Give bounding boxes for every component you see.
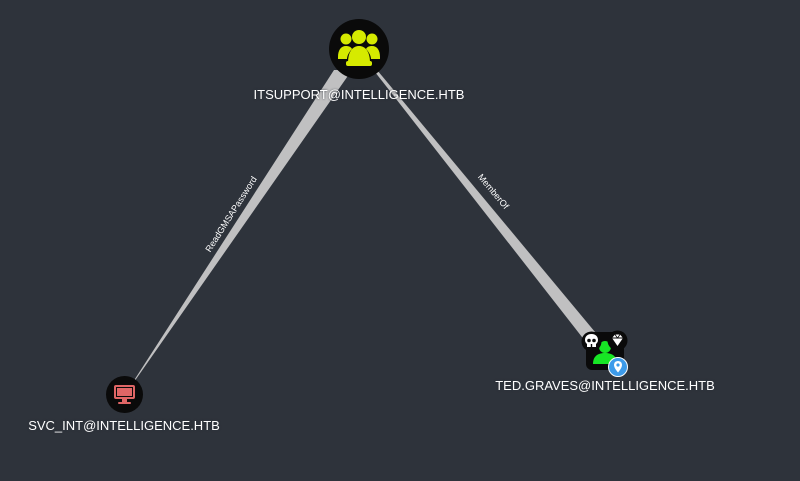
location-pin-icon	[608, 357, 628, 377]
diamond-icon	[607, 330, 628, 351]
skull-icon	[581, 331, 602, 352]
node-itsupport[interactable]	[329, 19, 389, 79]
node-label-ted-graves: TED.GRAVES@INTELLIGENCE.HTB	[495, 378, 715, 393]
edge-memberof[interactable]	[375, 70, 600, 346]
users-group-icon	[338, 30, 380, 66]
node-label-svc-int: SVC_INT@INTELLIGENCE.HTB	[28, 418, 220, 433]
edge-readgmsapassword[interactable]	[133, 70, 352, 382]
monitor-icon	[114, 385, 135, 404]
node-label-itsupport: ITSUPPORT@INTELLIGENCE.HTB	[253, 87, 465, 102]
node-svc-int[interactable]	[106, 376, 143, 413]
